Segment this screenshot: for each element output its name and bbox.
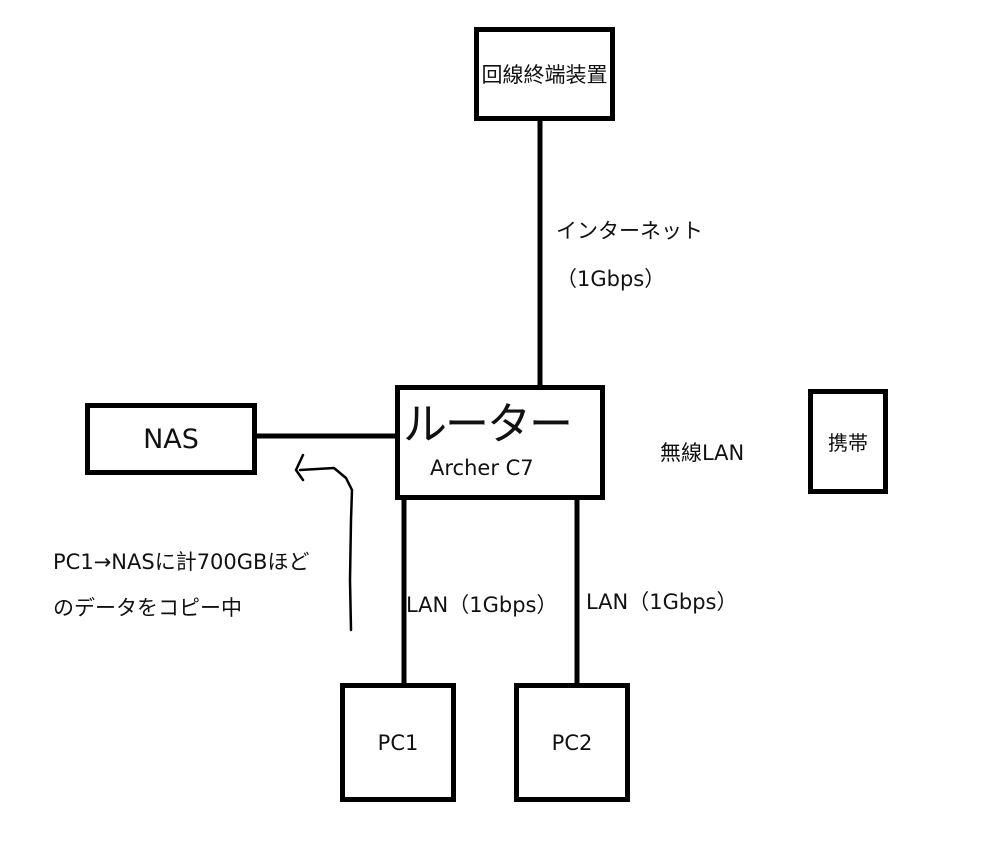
ont-box: 回線終端装置 <box>474 27 615 121</box>
internet-speed: （1Gbps） <box>556 267 666 291</box>
nas-box: NAS <box>85 403 257 475</box>
annotation-line1: PC1→NASに計700GBほど <box>53 550 310 574</box>
pc2-box: PC2 <box>514 683 630 802</box>
pc2-label: PC2 <box>551 730 593 755</box>
transfer-arrow <box>294 453 354 632</box>
pc1-label: PC1 <box>377 730 419 755</box>
nas-label: NAS <box>143 423 199 455</box>
lan2-label: LAN（1Gbps） <box>586 590 738 614</box>
router-label: ルーター <box>403 399 573 450</box>
lan1-label: LAN（1Gbps） <box>406 593 558 617</box>
mobile-label: 携帯 <box>828 431 868 455</box>
ont-label: 回線終端装置 <box>481 63 608 87</box>
router-model: Archer C7 <box>430 456 534 480</box>
internet-label: インターネット <box>556 219 703 243</box>
mobile-box: 携帯 <box>808 389 888 494</box>
router-box: ルーター Archer C7 <box>395 385 605 500</box>
annotation-line2: のデータをコピー中 <box>53 596 242 620</box>
pc1-box: PC1 <box>340 683 456 802</box>
wireless-label: 無線LAN <box>660 441 745 465</box>
